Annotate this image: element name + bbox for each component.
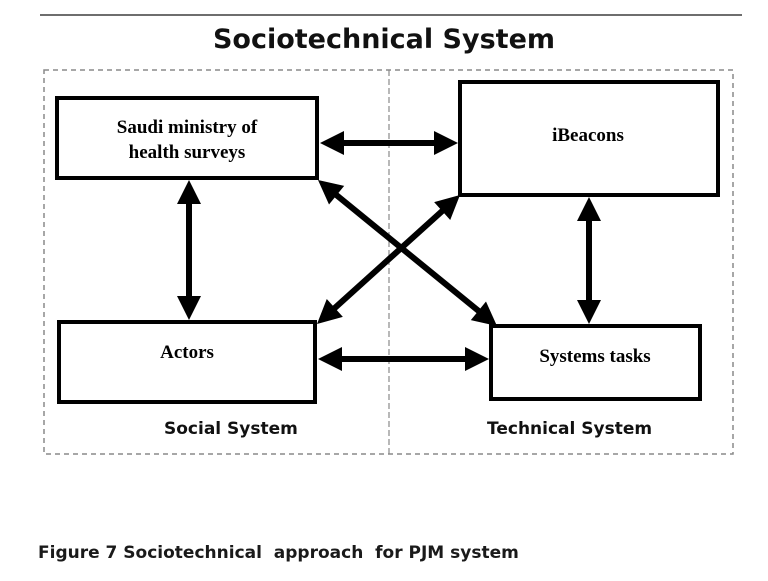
arrow-group [177, 131, 601, 371]
node-ministry-box [55, 96, 319, 180]
arrow-ministry-ibeacons [320, 131, 458, 155]
node-tasks-box [489, 324, 702, 401]
diagram-title: Sociotechnical System [212, 24, 556, 55]
node-ibeacons-label: iBeacons [552, 125, 624, 146]
region-social-label: Social System [164, 419, 298, 439]
node-actors-box [57, 320, 317, 404]
node-ministry-label-line2: health surveys [129, 142, 246, 163]
top-rule [40, 14, 742, 16]
arrow-ministry-tasks [318, 180, 497, 326]
region-technical-label: Technical System [487, 419, 652, 439]
node-tasks-label: Systems tasks [539, 346, 650, 367]
arrow-ibeacons-tasks [577, 197, 601, 324]
node-actors-label: Actors [160, 342, 214, 363]
arrow-ministry-actors [177, 180, 201, 320]
arrow-ibeacons-actors [317, 195, 460, 324]
figure-caption: Figure 7 Sociotechnical approach for PJM… [38, 543, 519, 563]
node-ibeacons-box [458, 80, 720, 197]
node-ministry-label-line1: Saudi ministry of [117, 117, 258, 138]
arrow-actors-tasks [318, 347, 489, 371]
